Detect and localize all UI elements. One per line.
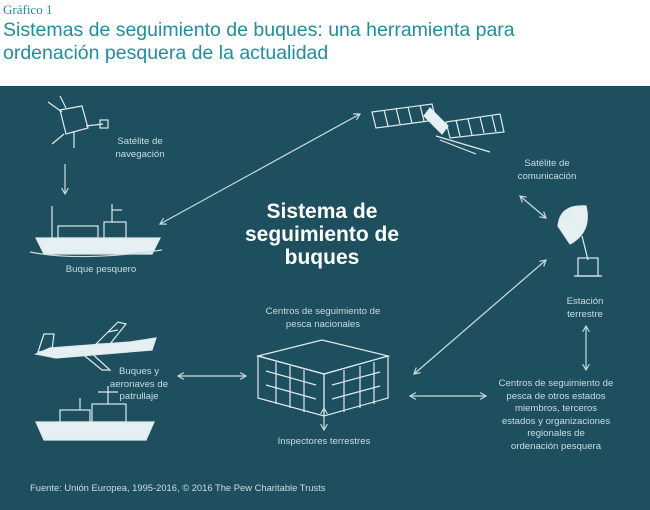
diagram-panel: Sistema de seguimiento de buques Satélit… <box>0 86 650 510</box>
ground-station-label-line-2: terrestre <box>567 308 603 320</box>
ground-station-icon <box>557 205 602 277</box>
patrol-ship-icon <box>35 386 155 441</box>
center-title-line-1: Sistema de <box>266 200 378 223</box>
ground-station-label-line-1: Estación <box>566 296 604 307</box>
other-centres-label-line-3: miembros, terceros <box>514 403 598 414</box>
center-title-line-2: seguimiento de <box>244 223 400 246</box>
figure-title-line-2: ordenación pesquera de la actualidad <box>3 42 329 64</box>
fishing-vessel-label: Buque pesquero <box>65 264 137 275</box>
patrol-label: Buques y aeronaves de patrullaje <box>98 366 180 404</box>
patrol-aircraft-icon <box>33 321 157 371</box>
comm-satellite-label: Satélite de comunicación <box>502 158 592 183</box>
center-title-line-3: buques <box>284 246 360 269</box>
other-centres-label-line-6: ordenación pesquera <box>510 440 602 452</box>
arrow-vessel-commsat <box>158 113 362 225</box>
navigation-satellite-icon <box>47 95 109 148</box>
figure-header: Gráfico 1 Sistemas de seguimiento de buq… <box>0 0 650 86</box>
figure-title-line-1: Sistemas de seguimiento de buques: una h… <box>3 19 515 41</box>
national-centres-label: Centros de seguimiento de pesca nacional… <box>248 306 398 331</box>
comm-satellite-label-line-1: Satélite de <box>524 158 570 169</box>
diagram-center-title: Sistema de seguimiento de buques <box>232 200 412 269</box>
land-inspectors-label: Inspectores terrestres <box>277 436 371 447</box>
other-centres-label-line-4: estados y organizaciones <box>501 415 611 427</box>
source-note: Fuente: Unión Europea, 1995-2016, © 2016… <box>30 482 326 493</box>
patrol-label-line-2: aeronaves de <box>109 378 169 390</box>
other-centres-label-line-2: pesca de otros estados <box>506 390 606 402</box>
patrol-label-line-1: Buques y <box>118 366 159 377</box>
communication-satellite-icon <box>371 103 505 155</box>
national-centres-label-line-2: pesca nacionales <box>285 318 361 330</box>
arrow-station-centre <box>413 259 547 375</box>
fishing-vessel-icon <box>29 204 163 258</box>
nav-satellite-label-line-2: navegación <box>115 148 165 160</box>
figure-label: Gráfico 1 <box>3 2 53 17</box>
figure-title: Sistemas de seguimiento de buques: una h… <box>3 19 643 65</box>
other-centres-label-line-5: regionales de <box>527 428 585 439</box>
other-centres-label: Centros de seguimiento de pesca de otros… <box>486 378 626 453</box>
other-centres-label-line-1: Centros de seguimiento de <box>498 378 614 389</box>
national-centre-building-icon <box>255 339 391 417</box>
comm-satellite-label-line-2: comunicación <box>517 170 577 182</box>
nav-satellite-label-line-1: Satélite de <box>117 136 163 147</box>
arrow-commsat-station <box>519 195 547 219</box>
diagram-artwork <box>29 95 602 441</box>
ground-station-label: Estación terrestre <box>544 296 626 321</box>
national-centres-label-line-1: Centros de seguimiento de <box>265 306 381 317</box>
nav-satellite-label: Satélite de navegación <box>100 136 180 161</box>
patrol-label-line-3: patrullaje <box>119 391 159 402</box>
